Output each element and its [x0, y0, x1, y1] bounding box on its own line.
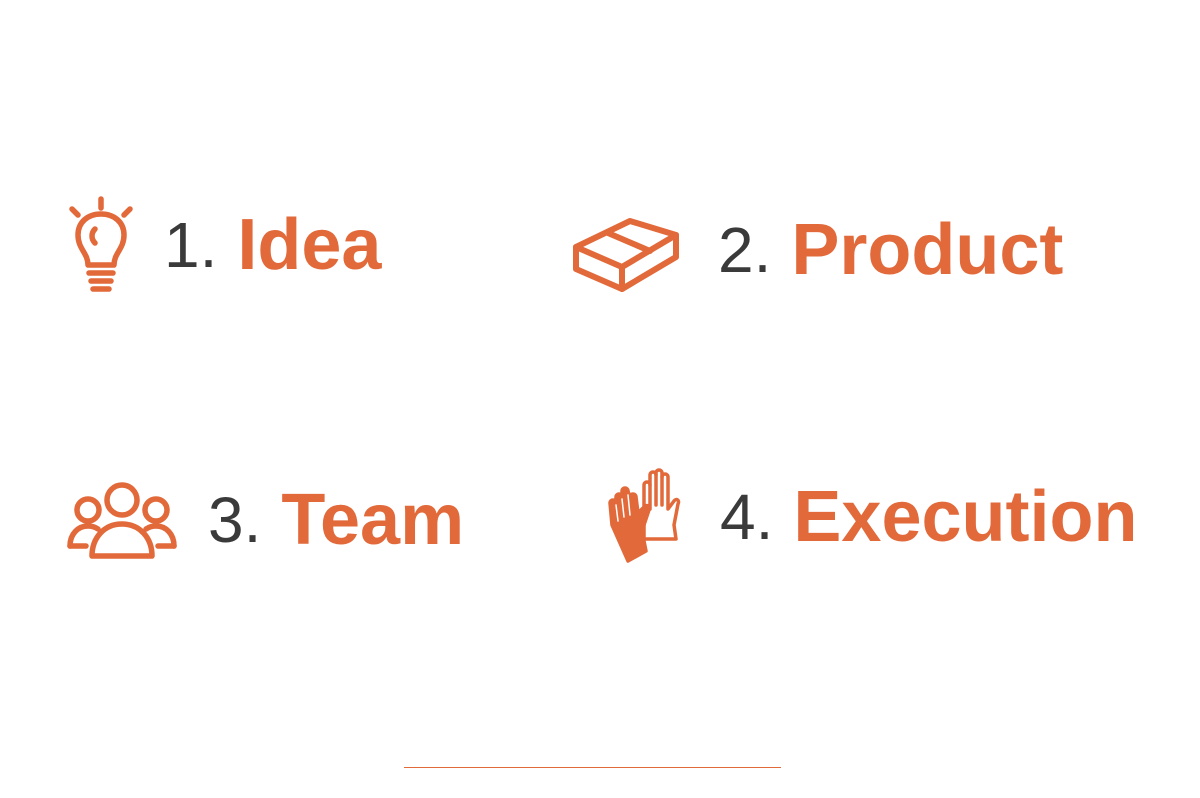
item-label: Execution [793, 477, 1138, 557]
item-label: Product [791, 210, 1064, 290]
item-number: 2. [718, 214, 772, 286]
lightbulb-icon [64, 195, 138, 295]
box-icon [570, 205, 682, 295]
divider-line [404, 767, 781, 768]
item-number: 4. [720, 481, 774, 553]
item-label: Team [281, 480, 465, 560]
item-execution: 4. Execution [608, 462, 1137, 572]
item-product: 2. Product [570, 200, 1063, 300]
item-number: 1. [164, 209, 218, 281]
item-number: 3. [208, 484, 262, 556]
people-group-icon [66, 478, 178, 562]
item-label: Idea [237, 205, 382, 285]
gloves-icon [608, 465, 682, 569]
item-team: 3. Team [66, 470, 464, 570]
item-idea: 1. Idea [64, 190, 381, 300]
